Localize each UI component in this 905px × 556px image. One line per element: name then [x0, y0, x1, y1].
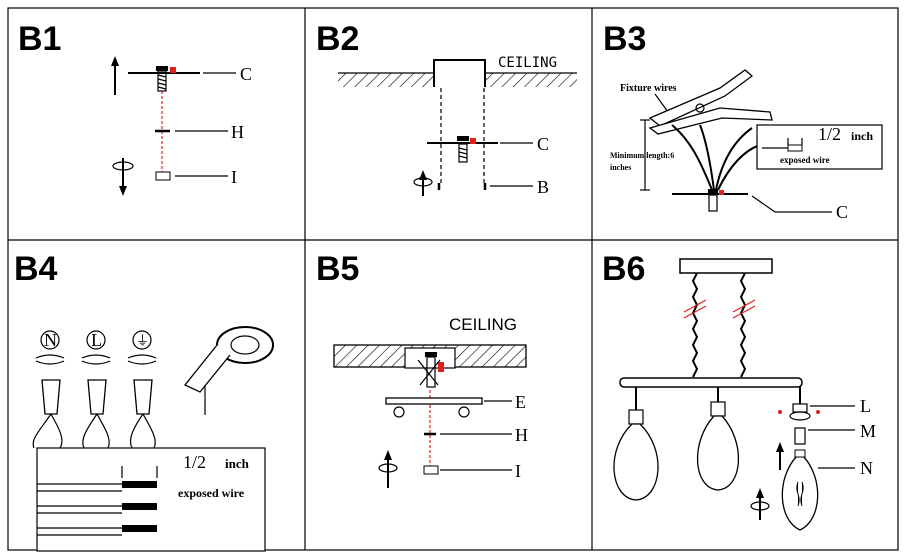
panel-b5: B5 CEILING E H I: [316, 250, 528, 488]
up-arrow-icon: [111, 56, 119, 95]
ceiling-label: CEILING: [498, 55, 557, 71]
ceiling: [338, 59, 577, 87]
panel-label-b3: B3: [603, 20, 646, 58]
cap-nut-i: [423, 465, 439, 475]
panel-b6: B6: [602, 250, 876, 531]
fixture-wires: [671, 124, 761, 191]
panel-b2: B2 CEILING C B: [316, 20, 577, 197]
rotate-arrow-icon: [112, 158, 134, 196]
half-inch-value: 1/2: [818, 124, 841, 144]
canopy: [679, 258, 773, 274]
callout-c: C: [836, 202, 848, 222]
canopy-plate-e: [385, 397, 483, 405]
bulb-icon: [696, 387, 740, 491]
ceiling-label: CEILING: [449, 315, 517, 334]
mounting-screws: [417, 352, 444, 388]
half-inch-value: 1/2: [183, 452, 206, 472]
panel-label-b2: B2: [316, 20, 359, 58]
inch-label: inch: [225, 456, 250, 471]
fixture-bar: [619, 377, 803, 388]
svg-text:⏚: ⏚: [136, 333, 149, 348]
minimum-length-label: Minimum length:6: [610, 151, 674, 160]
rotate-arrow-icon: [378, 450, 398, 488]
suspension-chains: [683, 272, 756, 378]
panel-b1: B1 C H I: [18, 20, 252, 196]
callout-i: I: [231, 167, 237, 187]
rotate-arrow-icon: [413, 170, 433, 196]
callout-b: B: [537, 177, 549, 197]
panel-label-b1: B1: [18, 20, 61, 58]
panel-grid: [7, 7, 899, 551]
panel-label-b6: B6: [602, 250, 645, 288]
cap-nut-i: [155, 171, 171, 181]
rotate-arrow-icon: [750, 488, 770, 520]
ground-symbol: ⏚: [127, 330, 157, 365]
inch-label: inch: [851, 129, 873, 143]
exposed-wire-label: exposed wire: [780, 155, 830, 165]
panel-label-b4: B4: [14, 250, 58, 288]
bulb-icon: [781, 449, 819, 531]
stripped-wires: [37, 481, 157, 536]
neutral-symbol: N: [35, 330, 65, 365]
wire-stripper-icon: [648, 69, 773, 135]
live-symbol: L: [81, 330, 111, 365]
minimum-length-unit: inches: [610, 163, 631, 172]
screw-icon: [708, 189, 724, 212]
panel-b3: B3 Fixture wires Minimum length:6 inches: [603, 20, 883, 222]
bulb-icon: [613, 387, 659, 501]
svg-text:N: N: [44, 330, 57, 350]
callout-l: L: [860, 396, 871, 416]
wire-nut-icon: [32, 379, 156, 449]
up-arrow-icon: [776, 442, 784, 470]
fixture-wires-label: Fixture wires: [620, 83, 677, 94]
inset-box: [36, 447, 266, 552]
socket-ring-l: [778, 387, 820, 445]
callout-i: I: [515, 461, 521, 481]
callout-h: H: [515, 425, 528, 445]
callout-n: N: [860, 458, 873, 478]
panel-b4: B4 N L ⏚: [14, 250, 274, 552]
electrical-tape-icon: [183, 326, 274, 415]
panel-label-b5: B5: [316, 250, 359, 288]
callout-e: E: [515, 392, 526, 412]
callout-m: M: [860, 421, 876, 441]
exposed-wire-label: exposed wire: [178, 486, 245, 500]
callout-h: H: [231, 122, 244, 142]
screw-icon: [156, 66, 176, 92]
screw-icon: [457, 136, 476, 163]
callout-c: C: [240, 64, 252, 84]
callout-c: C: [537, 134, 549, 154]
svg-text:L: L: [91, 330, 102, 350]
inset-box: [756, 124, 883, 170]
